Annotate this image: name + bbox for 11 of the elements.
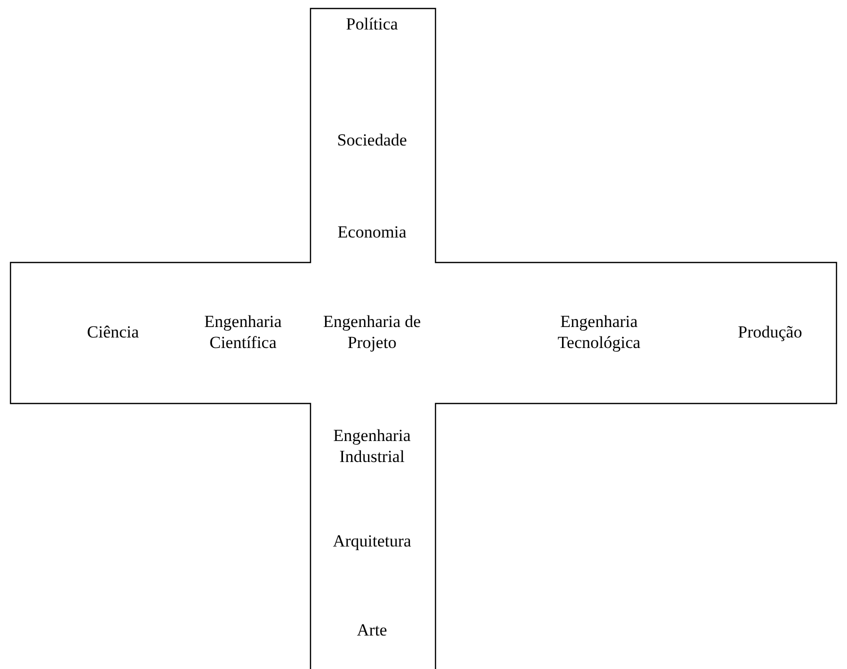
band-label: Arquitetura <box>332 530 412 552</box>
band-label: Ciência <box>86 322 140 342</box>
band-label: Engenharia Tecnológica <box>556 311 642 353</box>
band-label: Economia <box>336 222 408 242</box>
band-label: Política <box>345 14 399 34</box>
band-label: Engenharia Científica <box>203 311 283 353</box>
band-label: Produção <box>736 322 804 342</box>
band-label: Engenharia Industrial <box>332 425 412 467</box>
band-label: Sociedade <box>336 130 408 150</box>
band-label: Engenharia de Projeto <box>322 311 422 353</box>
band-label: Arte <box>356 620 388 640</box>
